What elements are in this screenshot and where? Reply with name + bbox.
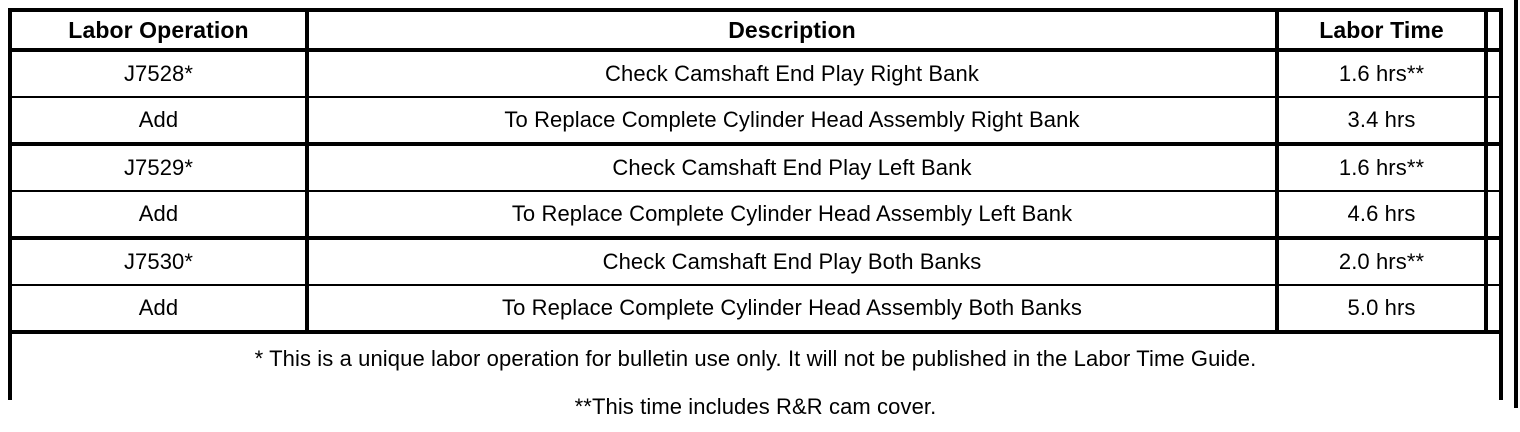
- cell-description: To Replace Complete Cylinder Head Assemb…: [307, 191, 1279, 240]
- table-header-row: Labor Operation Description Labor Time: [12, 12, 1499, 52]
- cell-description: Check Camshaft End Play Left Bank: [307, 144, 1279, 192]
- cell-labor-time: 4.6 hrs: [1277, 191, 1488, 240]
- cell-description: Check Camshaft End Play Right Bank: [307, 50, 1279, 98]
- labor-operation-table: Labor Operation Description Labor Time J…: [12, 12, 1499, 432]
- cell-description: Check Camshaft End Play Both Banks: [307, 238, 1279, 286]
- cell-labor-operation: Add: [12, 97, 309, 146]
- table-row: J7528* Check Camshaft End Play Right Ban…: [12, 50, 1499, 98]
- cell-spacer: [1486, 191, 1499, 240]
- footnote-spacer: [12, 372, 1499, 394]
- column-header-description: Description: [307, 12, 1279, 52]
- labor-operation-table-frame: Labor Operation Description Labor Time J…: [8, 8, 1503, 432]
- footnotes-cell: * This is a unique labor operation for b…: [12, 332, 1499, 432]
- cell-spacer: [1486, 97, 1499, 146]
- cell-spacer: [1486, 144, 1499, 192]
- table-footnotes-row: * This is a unique labor operation for b…: [12, 332, 1499, 432]
- cell-labor-time: 2.0 hrs**: [1277, 238, 1488, 286]
- page-root: Labor Operation Description Labor Time J…: [8, 0, 1518, 432]
- cell-description: To Replace Complete Cylinder Head Assemb…: [307, 285, 1279, 334]
- column-header-labor-time: Labor Time: [1277, 12, 1488, 52]
- cell-description: To Replace Complete Cylinder Head Assemb…: [307, 97, 1279, 146]
- footnote-single-asterisk: * This is a unique labor operation for b…: [254, 346, 1257, 371]
- cell-labor-time: 5.0 hrs: [1277, 285, 1488, 334]
- table-header: Labor Operation Description Labor Time: [12, 12, 1499, 52]
- cell-labor-operation: J7529*: [12, 144, 309, 192]
- cell-labor-operation: Add: [12, 191, 309, 240]
- cell-spacer: [1486, 285, 1499, 334]
- cell-labor-operation: J7530*: [12, 238, 309, 286]
- cell-labor-time: 1.6 hrs**: [1277, 50, 1488, 98]
- table-body: J7528* Check Camshaft End Play Right Ban…: [12, 50, 1499, 432]
- cell-labor-operation: J7528*: [12, 50, 309, 98]
- column-header-labor-operation: Labor Operation: [12, 12, 309, 52]
- page-edge-rule: [1514, 0, 1518, 408]
- footnote-double-asterisk: **This time includes R&R cam cover.: [574, 394, 937, 419]
- cell-labor-time: 3.4 hrs: [1277, 97, 1488, 146]
- table-row: Add To Replace Complete Cylinder Head As…: [12, 285, 1499, 334]
- table-row: J7529* Check Camshaft End Play Left Bank…: [12, 144, 1499, 192]
- cell-spacer: [1486, 238, 1499, 286]
- table-row: Add To Replace Complete Cylinder Head As…: [12, 97, 1499, 146]
- cell-spacer: [1486, 50, 1499, 98]
- cell-labor-operation: Add: [12, 285, 309, 334]
- column-header-spacer: [1486, 12, 1499, 52]
- table-row: Add To Replace Complete Cylinder Head As…: [12, 191, 1499, 240]
- cell-labor-time: 1.6 hrs**: [1277, 144, 1488, 192]
- table-row: J7530* Check Camshaft End Play Both Bank…: [12, 238, 1499, 286]
